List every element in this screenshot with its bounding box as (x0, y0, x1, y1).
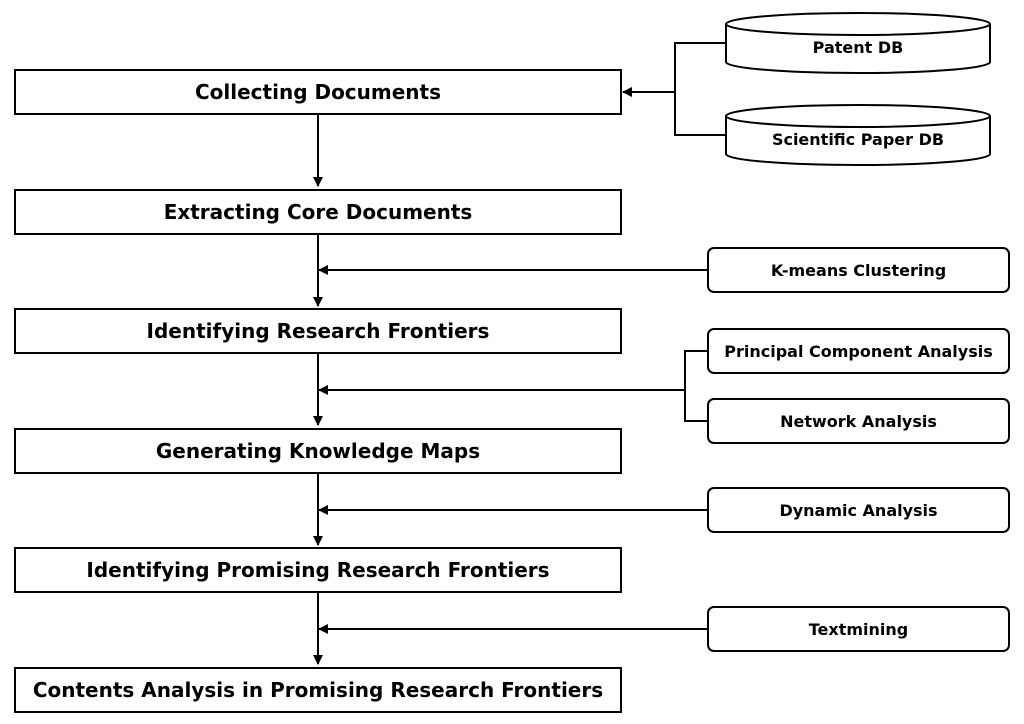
db-label: Scientific Paper DB (771, 129, 945, 149)
method-bracket-pca-network (684, 350, 707, 422)
method-label: Textmining (808, 619, 909, 639)
method-label: Network Analysis (780, 411, 937, 431)
database-icon (725, 104, 991, 166)
method-network-analysis: Network Analysis (707, 398, 1010, 444)
step-identifying-promising-frontiers: Identifying Promising Research Frontiers (14, 547, 622, 593)
scientific-paper-db-cylinder: Scientific Paper DB (725, 104, 991, 166)
method-label: Principal Component Analysis (724, 341, 993, 361)
step-label: Collecting Documents (194, 80, 442, 104)
db-bracket (674, 42, 725, 136)
step-label: Extracting Core Documents (163, 200, 473, 224)
step-label: Identifying Research Frontiers (146, 319, 490, 343)
method-dynamic-analysis: Dynamic Analysis (707, 487, 1010, 533)
step-generating-knowledge-maps: Generating Knowledge Maps (14, 428, 622, 474)
step-label: Generating Knowledge Maps (155, 439, 481, 463)
step-identifying-research-frontiers: Identifying Research Frontiers (14, 308, 622, 354)
method-textmining: Textmining (707, 606, 1010, 652)
db-label: Patent DB (812, 37, 904, 57)
step-label: Contents Analysis in Promising Research … (32, 678, 604, 702)
method-label: Dynamic Analysis (779, 500, 938, 520)
database-icon (725, 12, 991, 74)
step-extracting-core-documents: Extracting Core Documents (14, 189, 622, 235)
method-kmeans-clustering: K-means Clustering (707, 247, 1010, 293)
method-principal-component-analysis: Principal Component Analysis (707, 328, 1010, 374)
step-label: Identifying Promising Research Frontiers (86, 558, 550, 582)
patent-db-cylinder: Patent DB (725, 12, 991, 74)
step-contents-analysis: Contents Analysis in Promising Research … (14, 667, 622, 713)
method-label: K-means Clustering (770, 260, 947, 280)
step-collecting-documents: Collecting Documents (14, 69, 622, 115)
